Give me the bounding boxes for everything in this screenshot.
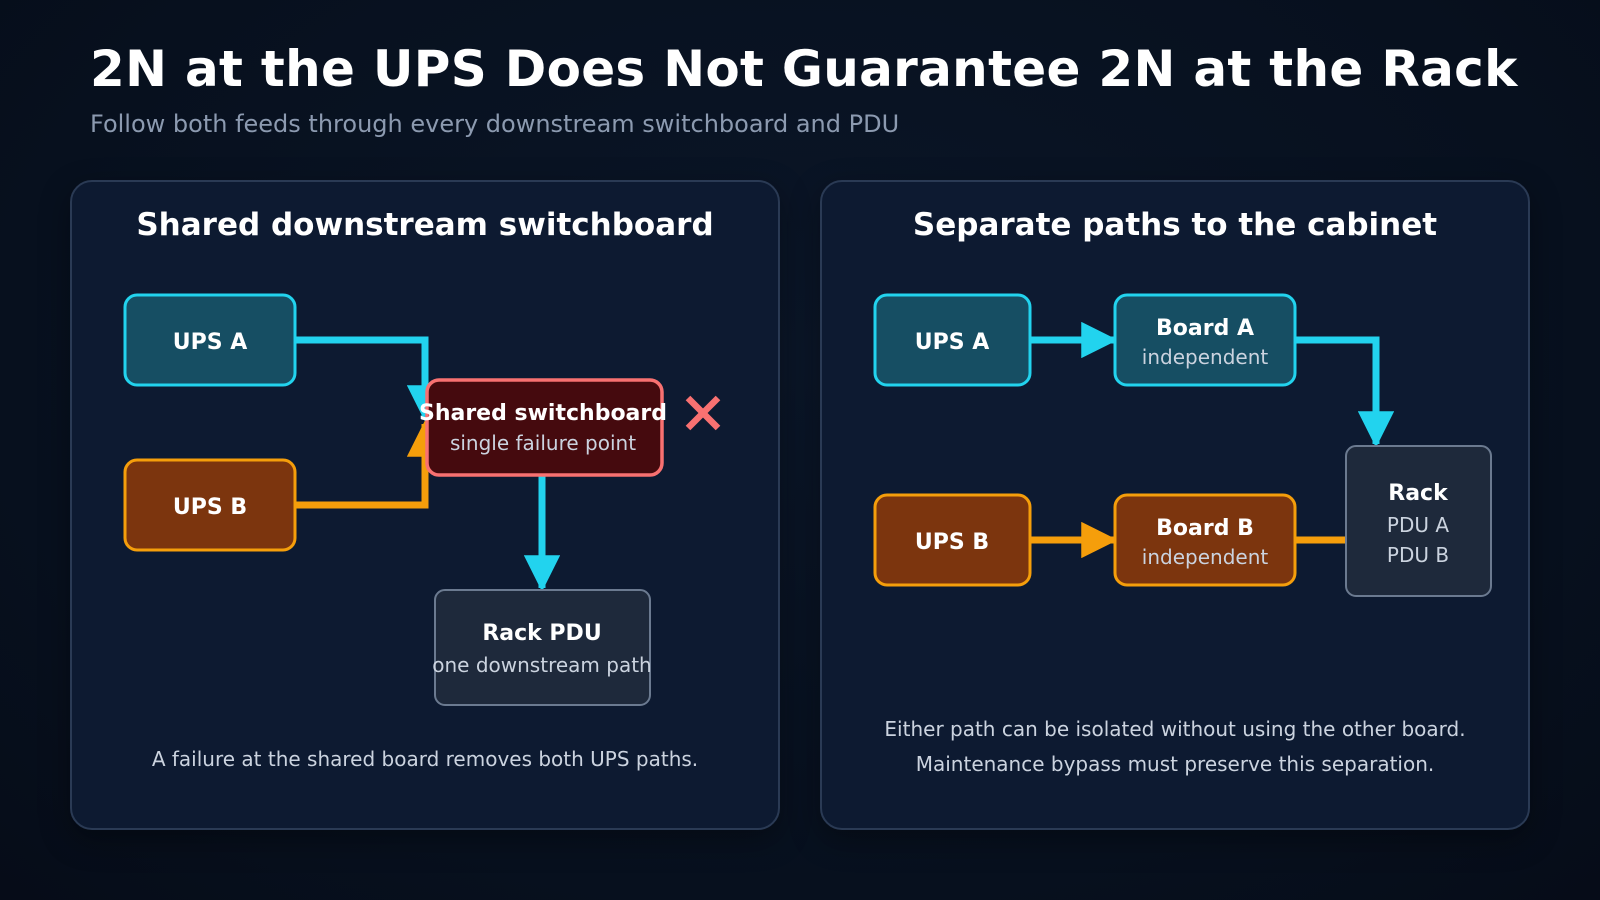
right-ups-a-node: UPS A — [873, 293, 1032, 387]
right-ups-b-label: UPS B — [915, 530, 989, 555]
right-panel-title: Separate paths to the cabinet — [913, 207, 1437, 243]
page-subtitle: Follow both feeds through every downstre… — [90, 110, 900, 138]
board-b-label: Board B — [1156, 516, 1254, 541]
shared-switchboard-node: Shared switchboard single failure point — [419, 378, 667, 477]
rack-pdu-b-label: PDU B — [1387, 543, 1449, 567]
ups-b-to-switchboard-line — [295, 420, 444, 509]
board-b-node: Board B independent — [1113, 493, 1297, 587]
left-ups-b-node: UPS B — [123, 458, 297, 552]
board-b-sub: independent — [1142, 545, 1269, 569]
rack-label: Rack — [1388, 481, 1449, 506]
board-a-label: Board A — [1156, 316, 1254, 341]
cross-icon — [685, 395, 721, 431]
left-panel-caption: A failure at the shared board removes bo… — [152, 747, 698, 771]
right-ups-b-node: UPS B — [873, 493, 1032, 587]
right-panel-caption-line-2: Maintenance bypass must preserve this se… — [916, 752, 1435, 776]
left-ups-a-label: UPS A — [173, 330, 248, 355]
page-title: 2N at the UPS Does Not Guarantee 2N at t… — [90, 40, 1518, 98]
left-panel-title: Shared downstream switchboard — [136, 207, 713, 243]
shared-switchboard-label: Shared switchboard — [419, 401, 667, 426]
board-a-sub: independent — [1142, 345, 1269, 369]
rack-node: Rack PDU A PDU B — [1345, 445, 1492, 597]
rack-pdu-a-label: PDU A — [1387, 513, 1449, 537]
shared-switchboard-sub: single failure point — [450, 431, 636, 455]
rack-pdu-label: Rack PDU — [482, 621, 601, 646]
board-a-to-rack-line — [1295, 336, 1395, 448]
left-ups-a-node: UPS A — [123, 293, 297, 387]
board-a-node: Board A independent — [1113, 293, 1297, 387]
rack-pdu-node: Rack PDU one downstream path — [432, 589, 652, 706]
right-panel-caption-line-1: Either path can be isolated without usin… — [884, 717, 1465, 741]
right-ups-a-label: UPS A — [915, 330, 990, 355]
left-ups-b-label: UPS B — [173, 495, 247, 520]
ups-a-to-switchboard-line — [295, 336, 444, 422]
rack-pdu-sub: one downstream path — [432, 653, 651, 677]
